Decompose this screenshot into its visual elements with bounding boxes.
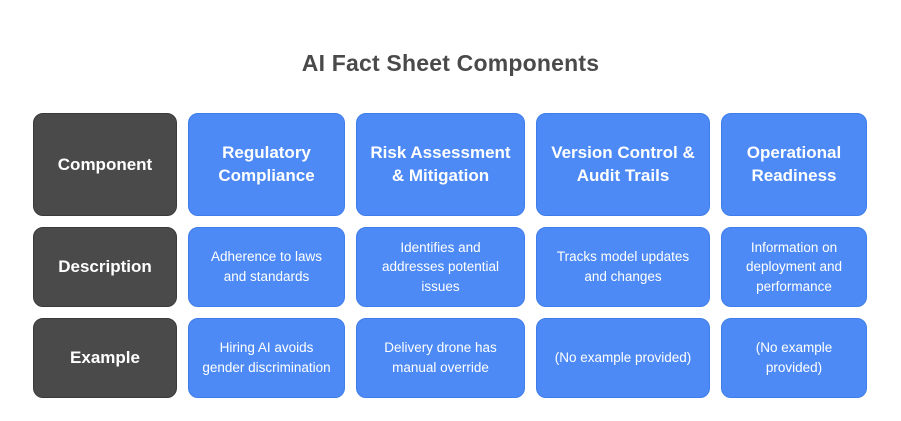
row-label-example: Example xyxy=(33,318,177,398)
description-risk-assessment-mitigation: Identifies and addresses potential issue… xyxy=(356,227,525,307)
row-label-description: Description xyxy=(33,227,177,307)
description-operational-readiness: Information on deployment and performanc… xyxy=(721,227,867,307)
header-risk-assessment-mitigation: Risk Assessment & Mitigation xyxy=(356,113,525,216)
description-version-control-audit-trails: Tracks model updates and changes xyxy=(536,227,710,307)
header-version-control-audit-trails: Version Control & Audit Trails xyxy=(536,113,710,216)
example-operational-readiness: (No example provided) xyxy=(721,318,867,398)
diagram-title: AI Fact Sheet Components xyxy=(301,50,600,76)
example-risk-assessment-mitigation: Delivery drone has manual override xyxy=(356,318,525,398)
example-regulatory-compliance: Hiring AI avoids gender discrimination xyxy=(188,318,345,398)
fact-sheet-grid: Component Regulatory Compliance Risk Ass… xyxy=(33,113,867,398)
row-label-component: Component xyxy=(33,113,177,216)
example-version-control-audit-trails: (No example provided) xyxy=(536,318,710,398)
description-regulatory-compliance: Adherence to laws and standards xyxy=(188,227,345,307)
header-operational-readiness: Operational Readiness xyxy=(721,113,867,216)
header-regulatory-compliance: Regulatory Compliance xyxy=(188,113,345,216)
